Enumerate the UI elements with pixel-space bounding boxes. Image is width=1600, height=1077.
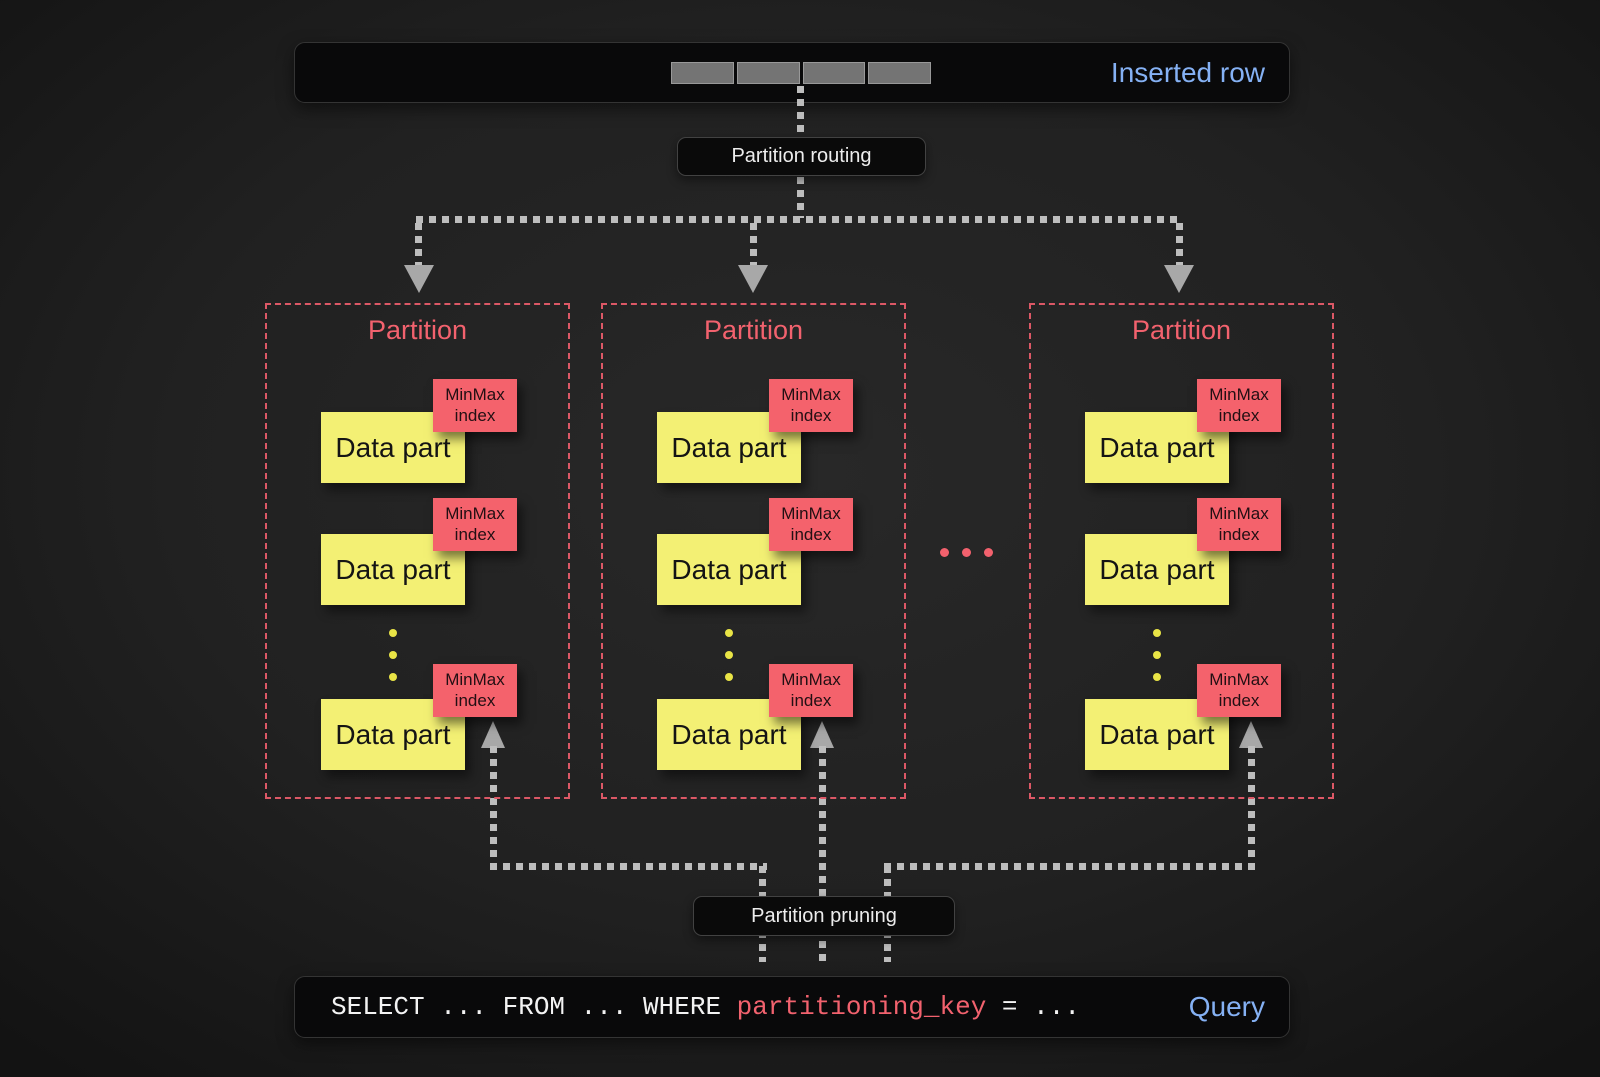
query-label: Query <box>1188 991 1265 1022</box>
partition-pruning-label: Partition pruning <box>693 896 955 936</box>
down-arrowhead-middle-icon <box>738 265 768 293</box>
flow-line-branch-right <box>1176 223 1183 266</box>
row-cell <box>736 62 800 84</box>
minmax-index-badge: MinMax index <box>1197 498 1281 551</box>
more-partitions-dots <box>940 548 993 557</box>
partition-pruning-text: Partition pruning <box>751 904 897 927</box>
row-cell <box>671 62 734 84</box>
sql-statement: SELECT ... FROM ... WHERE partitioning_k… <box>331 992 1080 1022</box>
partition-routing-text: Partition routing <box>731 145 872 167</box>
minmax-index-badge: MinMax index <box>769 498 853 551</box>
inserted-row-label: Inserted row <box>1110 56 1265 88</box>
flow-line-branch-left <box>415 223 422 266</box>
sql-prefix: SELECT ... FROM ... WHERE <box>331 992 737 1022</box>
query-panel: SELECT ... FROM ... WHERE partitioning_k… <box>294 976 1290 1038</box>
up-arrowhead-middle-icon <box>810 721 834 748</box>
more-parts-dots <box>725 629 733 681</box>
up-arrowhead-left-icon <box>481 721 505 748</box>
minmax-index-badge: MinMax index <box>769 379 853 432</box>
minmax-index-badge: MinMax index <box>433 664 517 717</box>
sql-suffix: = ... <box>986 992 1080 1022</box>
data-part-box: Data part <box>321 699 465 770</box>
partition-box-2: Partition MinMax index Data part MinMax … <box>601 303 906 799</box>
minmax-index-badge: MinMax index <box>433 498 517 551</box>
inserted-row-cells <box>671 62 931 84</box>
minmax-index-badge: MinMax index <box>1197 379 1281 432</box>
minmax-index-badge: MinMax index <box>1197 664 1281 717</box>
more-parts-dots <box>1153 629 1161 681</box>
sql-partitioning-key: partitioning_key <box>736 992 987 1022</box>
data-part-box: Data part <box>1085 412 1229 483</box>
prune-line-right-horizontal <box>884 863 1255 870</box>
prune-line-middle-shaft <box>819 746 826 962</box>
inserted-row-panel: Inserted row <box>294 42 1290 103</box>
row-cell <box>868 62 931 84</box>
partition-title: Partition <box>367 315 468 345</box>
partition-routing-label: Partition routing <box>677 137 926 176</box>
partition-title: Partition <box>703 315 804 345</box>
more-parts-dots <box>389 629 397 681</box>
prune-line-right-shaft <box>1248 746 1255 870</box>
row-cell <box>802 62 866 84</box>
flow-line-branch-horizontal <box>416 216 1182 223</box>
flow-line-branch-middle <box>750 223 757 266</box>
partition-box-3: Partition MinMax index Data part MinMax … <box>1029 303 1334 799</box>
minmax-index-badge: MinMax index <box>433 379 517 432</box>
prune-line-left-horizontal <box>490 863 767 870</box>
down-arrowhead-right-icon <box>1164 265 1194 293</box>
partition-title: Partition <box>1131 315 1232 345</box>
partition-box-1: Partition MinMax index Data part MinMax … <box>265 303 570 799</box>
minmax-index-badge: MinMax index <box>769 664 853 717</box>
down-arrowhead-left-icon <box>404 265 434 293</box>
up-arrowhead-right-icon <box>1239 721 1263 748</box>
prune-line-left-shaft <box>490 746 497 870</box>
